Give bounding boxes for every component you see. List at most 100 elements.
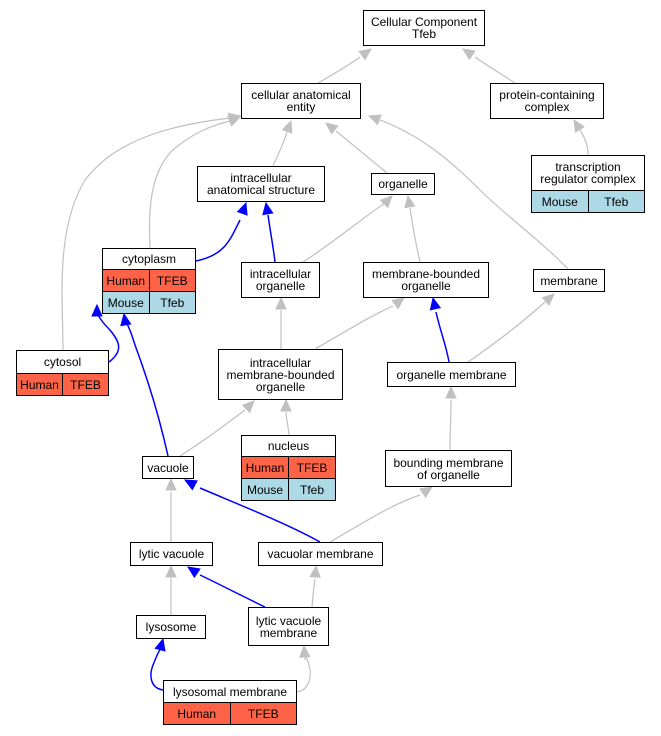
edge-arrowhead bbox=[236, 201, 248, 216]
node-intracellular-membrane-bounded-organelle[interactable]: intracellular membrane-bounded organelle bbox=[218, 349, 343, 400]
node-intracellular-anatomical-structure[interactable]: intracellular anatomical structure bbox=[197, 166, 325, 202]
node-lytic-vacuole[interactable]: lytic vacuole bbox=[130, 542, 213, 566]
node-label-line: membrane-bounded bbox=[371, 267, 481, 281]
node-label: bounding membrane of organelle bbox=[386, 451, 511, 486]
node-label-line: membrane bbox=[259, 625, 318, 640]
node-label: cellular anatomical entity bbox=[242, 84, 360, 118]
edge-arrowhead bbox=[165, 564, 177, 578]
edge-arrowhead bbox=[299, 644, 311, 658]
edge-arrowhead bbox=[91, 303, 103, 317]
edge-is-a-io-to-org bbox=[302, 195, 393, 263]
node-label: lysosome bbox=[137, 616, 205, 638]
node-label-line: anatomical structure bbox=[206, 183, 316, 197]
node-intracellular-organelle[interactable]: intracellular organelle bbox=[241, 262, 320, 298]
node-label-line: vacuole bbox=[147, 460, 189, 475]
node-cytoplasm[interactable]: cytoplasm Human TFEB Mouse Tfeb bbox=[102, 248, 196, 314]
edge-line bbox=[285, 411, 290, 436]
edge-is-a-lvm-to-vm bbox=[309, 564, 321, 608]
node-label: lytic vacuole bbox=[131, 543, 212, 565]
edge-line bbox=[467, 301, 546, 363]
edge-is-a-bmo-to-om bbox=[445, 385, 457, 451]
node-organelle-membrane[interactable]: organelle membrane bbox=[387, 362, 516, 387]
node-vacuolar-membrane[interactable]: vacuolar membrane bbox=[258, 542, 383, 566]
node-label: membrane-bounded organelle bbox=[364, 263, 488, 297]
node-label-line: organelle bbox=[255, 379, 306, 394]
edge-arrowhead bbox=[241, 400, 255, 414]
edge-line bbox=[474, 56, 516, 84]
node-cellular-component[interactable]: Cellular Component Tfeb bbox=[363, 10, 485, 46]
edge-part-of-lvm-to-lv bbox=[186, 566, 266, 608]
node-organelle[interactable]: organelle bbox=[371, 173, 435, 195]
node-label-line: nucleus bbox=[267, 439, 310, 453]
edge-is-a-lys-to-lv bbox=[165, 564, 177, 616]
node-label-line: vacuolar membrane bbox=[267, 547, 374, 561]
node-membrane[interactable]: membrane bbox=[533, 269, 605, 292]
edge-line bbox=[449, 399, 452, 451]
edge-arrowhead bbox=[154, 637, 166, 652]
node-label: transcription regulator complex bbox=[532, 156, 644, 190]
node-label-line: lytic vacuole bbox=[138, 547, 205, 561]
node-label-line: protein-containing bbox=[499, 88, 595, 102]
node-label-line: of organelle bbox=[417, 467, 480, 482]
edge-is-a-org-to-cae bbox=[325, 122, 388, 174]
edge-line bbox=[296, 656, 311, 693]
edge-line bbox=[179, 409, 246, 457]
edge-arrowhead bbox=[165, 477, 177, 491]
species-cell: Mouse bbox=[532, 191, 588, 212]
edge-arrowhead bbox=[183, 479, 198, 491]
edge-line bbox=[148, 120, 231, 249]
node-label-line: organelle bbox=[255, 279, 306, 293]
edge-arrowhead bbox=[262, 201, 274, 216]
edge-part-of-vac-to-cyto bbox=[120, 312, 169, 457]
node-lytic-vacuole-membrane[interactable]: lytic vacuole membrane bbox=[248, 607, 329, 646]
edge-line bbox=[335, 130, 388, 174]
node-bounding-membrane-of-organelle[interactable]: bounding membrane of organelle bbox=[385, 450, 512, 487]
edge-arrowhead bbox=[275, 296, 287, 310]
edge-arrowhead bbox=[281, 119, 293, 134]
edge-is-a-om-to-mem bbox=[467, 293, 555, 363]
edge-is-a-trc-to-pcc bbox=[573, 118, 589, 156]
gene-cell: Tfeb bbox=[288, 479, 335, 500]
edge-arrowhead bbox=[445, 385, 457, 399]
edge-line bbox=[272, 131, 288, 167]
edge-arrowhead bbox=[186, 566, 201, 579]
edge-arrowhead bbox=[573, 118, 585, 133]
node-label-line: organelle membrane bbox=[396, 367, 507, 382]
edge-arrowhead bbox=[379, 195, 393, 209]
edge-line bbox=[124, 319, 169, 457]
edge-arrowhead bbox=[325, 122, 339, 135]
edge-arrowhead bbox=[404, 194, 416, 209]
node-label-line: entity bbox=[286, 100, 316, 114]
node-label-line: intracellular bbox=[230, 171, 292, 185]
node-label-line: complex bbox=[524, 100, 570, 114]
annotation-row-human: Human TFEB bbox=[103, 269, 195, 291]
node-label-line: organelle bbox=[401, 279, 451, 293]
node-vacuole[interactable]: vacuole bbox=[142, 456, 194, 479]
node-cytosol[interactable]: cytosol Human TFEB bbox=[16, 350, 109, 396]
edge-line bbox=[61, 117, 231, 351]
node-nucleus[interactable]: nucleus Human TFEB Mouse Tfeb bbox=[241, 435, 336, 501]
node-protein-containing-complex[interactable]: protein-containing complex bbox=[490, 83, 604, 119]
edge-is-a-vm-to-bmo bbox=[329, 486, 434, 543]
edge-line bbox=[379, 119, 569, 270]
edge-part-of-vm-to-vac bbox=[183, 479, 321, 543]
node-label-line: organelle bbox=[378, 177, 428, 191]
node-cellular-anatomical-entity[interactable]: cellular anatomical entity bbox=[241, 83, 361, 119]
node-membrane-bounded-organelle[interactable]: membrane-bounded organelle bbox=[363, 262, 489, 298]
node-label: intracellular membrane-bounded organelle bbox=[219, 350, 342, 399]
node-label-line: Tfeb bbox=[411, 27, 436, 41]
edge-is-a-imbo-to-mbo bbox=[314, 297, 405, 350]
annotation-row-mouse: Mouse Tfeb bbox=[103, 291, 195, 313]
edge-is-a-ias-to-cae bbox=[272, 119, 293, 167]
node-transcription-regulator-complex[interactable]: transcription regulator complex Mouse Tf… bbox=[531, 155, 645, 213]
node-label-line: Cellular Component bbox=[370, 15, 478, 29]
node-label: intracellular organelle bbox=[242, 263, 319, 297]
node-label-line: regulator complex bbox=[540, 172, 636, 186]
node-lysosomal-membrane[interactable]: lysosomal membrane Human TFEB bbox=[163, 680, 297, 725]
edge-line bbox=[409, 207, 421, 263]
node-label-line: transcription bbox=[555, 160, 621, 174]
edge-part-of-om-to-mbo bbox=[429, 296, 450, 363]
edge-is-a-pcc-to-root bbox=[461, 48, 516, 84]
edge-part-of-io-to-ias bbox=[262, 201, 276, 263]
node-lysosome[interactable]: lysosome bbox=[136, 615, 206, 639]
